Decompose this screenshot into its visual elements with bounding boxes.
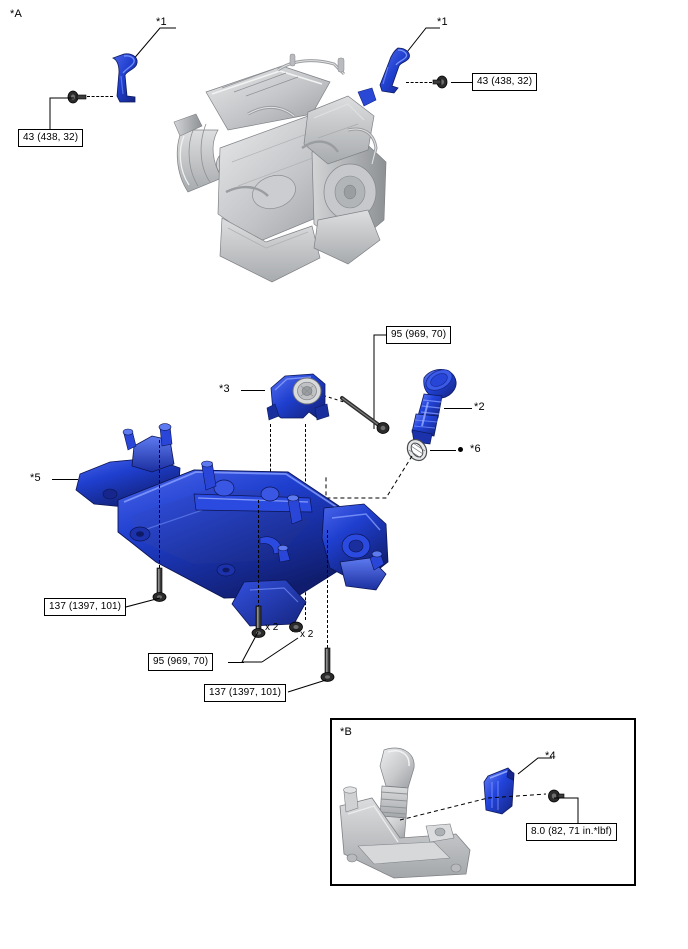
quantity-label-nut: x 2 (300, 629, 314, 640)
ref-label-3: *3 (219, 383, 230, 395)
torque-box-right-top: 43 (438, 32) (472, 73, 538, 91)
torque-box-mount-bolt: 95 (969, 70) (386, 326, 452, 344)
bolt-icon-right-bracket (432, 75, 448, 89)
torque-box-frame-mid: 95 (969, 70) (148, 653, 214, 671)
torque-box-frame-left: 137 (1397, 101) (44, 598, 127, 616)
assembly-dash-right-bracket (406, 82, 432, 83)
assembly-dash-left-bracket (87, 96, 113, 97)
engine-mounting-insulator (411, 369, 457, 445)
exhaust-front-pipe-assembly (339, 747, 471, 879)
leader-line-ref1-left (125, 27, 176, 69)
leader-line-torque-frame-mid (241, 631, 299, 663)
bolt-icon-engine-mount (340, 396, 390, 434)
assembly-dash-inset-b (399, 793, 547, 821)
leader-line-torque-mount-bolt (373, 334, 390, 429)
assembly-dash-bolt-mid (258, 500, 259, 618)
section-marker-b: *B (340, 726, 353, 738)
o-ring-gasket (406, 438, 428, 462)
leader-line-ref4 (517, 757, 552, 775)
leader-line-ref6 (430, 450, 456, 451)
leader-line-ref5 (52, 479, 78, 480)
leader-line-ref3 (241, 390, 265, 391)
engine-mounting-bracket-center (266, 373, 330, 421)
bolt-icon-crossmember-mid (251, 605, 266, 638)
ref-label-4: *4 (545, 750, 556, 762)
leader-line-torque-inset-b (554, 797, 579, 824)
assembly-dash-bolt-left (159, 440, 160, 568)
assembly-dash-gasket-to-crossmember (325, 455, 413, 499)
ref-label-1-right: *1 (437, 16, 448, 28)
bolt-icon-inset-b (548, 789, 565, 803)
section-marker-a: *A (10, 8, 23, 20)
leader-line-torque-left-top (49, 97, 74, 130)
non-reusable-part-dot (458, 447, 463, 452)
engine-mounting-stay (483, 767, 515, 815)
engine-mounting-bracket-right (379, 47, 410, 94)
leader-line-torque-frame-right (287, 679, 327, 693)
leader-line-ref2 (444, 408, 472, 409)
torque-box-frame-right: 137 (1397, 101) (204, 684, 287, 702)
leader-line-torque-mid-stub (228, 662, 244, 663)
bolt-icon-crossmember-left (152, 567, 167, 602)
ref-label-5: *5 (30, 472, 41, 484)
ref-label-1-left: *1 (156, 16, 167, 28)
engine-transaxle-assembly (173, 53, 387, 283)
assembly-dash-bolt-right (327, 530, 328, 648)
torque-box-inset-b: 8.0 (82, 71 in.*lbf) (526, 823, 617, 841)
ref-label-2: *2 (474, 401, 485, 413)
nut-icon-crossmember (289, 621, 303, 633)
engine-mounting-bracket-left (111, 53, 138, 103)
front-suspension-crossmember (75, 423, 389, 627)
leader-line-torque-right-top (451, 82, 473, 83)
torque-box-left-top: 43 (438, 32) (18, 129, 84, 147)
leader-line-torque-frame-left (121, 597, 161, 609)
bolt-icon-crossmember-right (320, 647, 335, 682)
quantity-label-bolt-mid: x 2 (265, 622, 279, 633)
ref-label-6: *6 (470, 443, 481, 455)
